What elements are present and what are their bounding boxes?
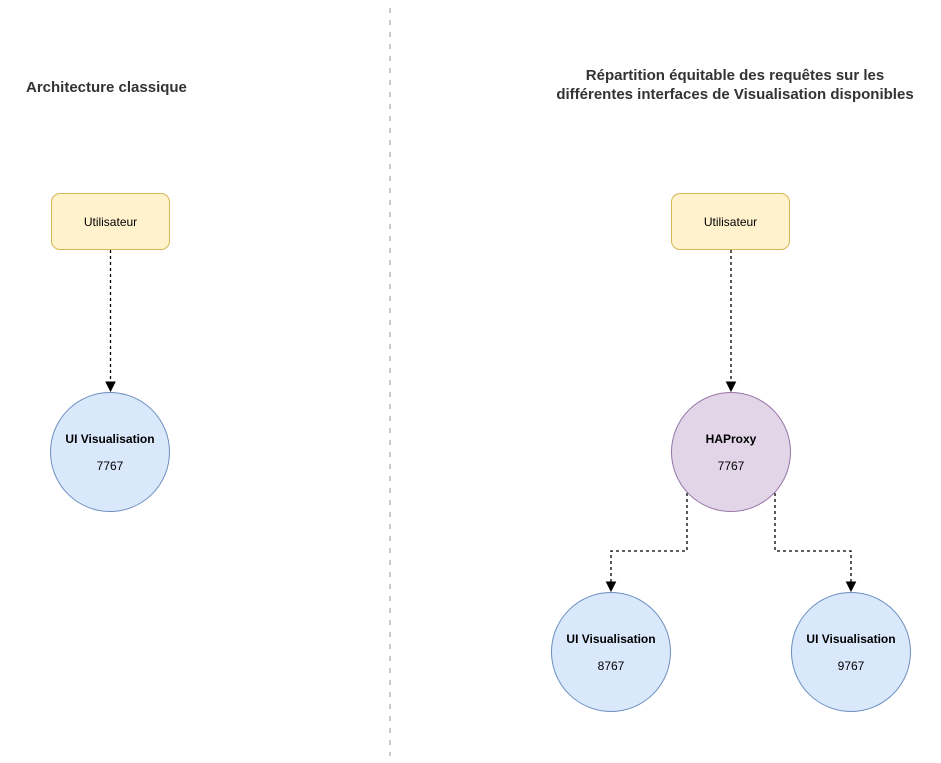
haproxy-node: HAProxy 7767 [671, 392, 791, 512]
right-ui-visualisation-node-8767: UI Visualisation 8767 [551, 592, 671, 712]
arrowhead-left-user-to-ui [105, 381, 116, 393]
right-ui-visualisation-node-9767: UI Visualisation 9767 [791, 592, 911, 712]
right-user-node: Utilisateur [671, 193, 790, 250]
connector-haproxy-to-ui-9767 [774, 493, 852, 582]
haproxy-node-port: 7767 [717, 458, 745, 473]
right-panel-title-line-2: différentes interfaces de Visualisation … [556, 86, 914, 103]
arrowhead-right-user-to-haproxy [725, 381, 737, 393]
left-ui-node-port: 7767 [96, 458, 124, 473]
right-ui-node-9767-label: UI Visualisation [806, 631, 896, 646]
haproxy-node-label: HAProxy [705, 431, 757, 446]
arrowhead-haproxy-to-ui-8767 [605, 581, 617, 593]
right-ui-node-8767-port: 8767 [597, 658, 625, 673]
left-user-node-label: Utilisateur [83, 214, 138, 229]
arrowhead-haproxy-to-ui-9767 [845, 581, 857, 593]
connector-haproxy-to-ui-8767 [610, 493, 688, 582]
right-user-node-label: Utilisateur [703, 214, 758, 229]
right-ui-node-8767-label: UI Visualisation [566, 631, 656, 646]
left-ui-node-label: UI Visualisation [65, 431, 155, 446]
left-user-node: Utilisateur [51, 193, 170, 250]
right-panel-title-line-1: Répartition équitable des requêtes sur l… [585, 67, 885, 84]
right-ui-node-9767-port: 9767 [837, 658, 865, 673]
left-ui-visualisation-node: UI Visualisation 7767 [50, 392, 170, 512]
right-panel-title: Répartition équitable des requêtes sur l… [505, 66, 941, 104]
left-panel-title: Architecture classique [26, 79, 187, 96]
